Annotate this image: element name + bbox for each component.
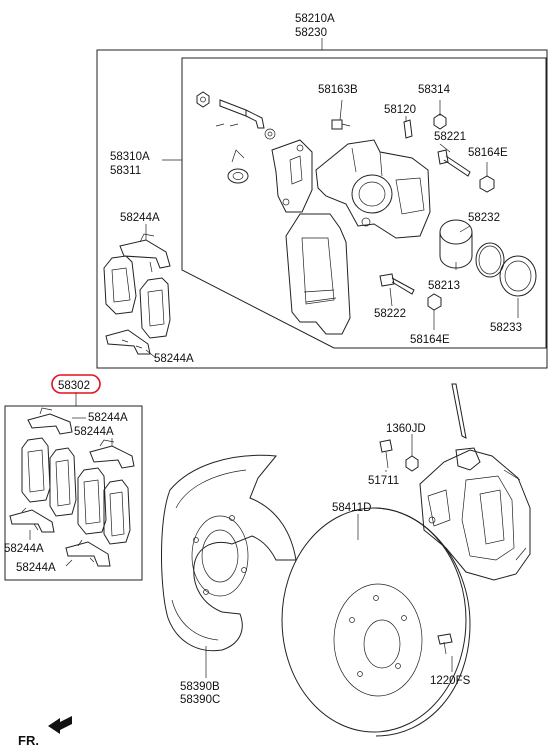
label-58213: 58213 [428,280,460,292]
label-1360jd: 1360JD [386,423,426,435]
pad-shim-top [119,239,171,269]
label-58244a-kit-1: 58244A [88,412,128,424]
sleeve-cap-top [479,175,495,193]
pad-kit-highlight [51,374,101,394]
label-shield-b: 58390C [180,694,220,706]
label-58120: 58120 [384,104,416,116]
label-58244a-kit-4: 58244A [16,562,56,574]
guide-nut [196,91,210,108]
retaining-spring [219,99,276,140]
label-58163b: 58163B [318,84,358,96]
label-58244a-inner-bottom: 58244A [154,353,194,365]
label-assembly-a: 58210A [295,13,335,25]
label-1220fs: 1220FS [430,675,471,687]
brake-disc [281,507,471,737]
caliper-assembly-group [96,38,548,369]
label-assembly-b: 58230 [295,27,327,39]
label-58164e-bottom: 58164E [410,334,450,346]
caliper-inner-box [181,57,547,349]
pad-shim-bottom [105,329,151,355]
caliper-piston [439,219,473,269]
label-58222: 58222 [374,308,406,320]
label-58244a-kit-2: 58244A [74,426,114,438]
assembly-outer-box [96,49,548,369]
leader-lines-top [145,99,519,359]
dust-shield [161,454,297,678]
caliper-body [315,139,431,239]
pad-kit-group [4,374,143,581]
dust-boot [499,255,537,297]
label-58244a-inner-top: 58244A [120,212,160,224]
label-pad-kit: 58302 [58,380,90,392]
label-caliper-b: 58311 [110,165,141,177]
guide-bolt [331,119,351,130]
label-58232: 58232 [468,212,500,224]
label-front: FR. [18,733,39,748]
brake-pad-set-inner [103,233,171,355]
label-51711: 51711 [368,475,399,487]
dust-cap [433,113,447,130]
front-arrow [48,716,72,734]
disc-screw [437,633,453,672]
label-caliper-a: 58310A [110,151,150,163]
guide-pin-bolt [437,149,471,177]
caliper-parts [196,91,537,335]
label-58314: 58314 [418,84,451,96]
label-58411d: 58411D [332,502,371,514]
label-58164e-top: 58164E [468,147,508,159]
piston-seal [475,242,505,278]
label-shield-a: 58390B [180,681,220,693]
label-58244a-kit-3: 58244A [4,543,44,555]
lower-guide-bolt [379,273,415,295]
assembled-caliper [419,383,531,581]
caliper-bolt-and-nut [379,434,419,472]
coil-spring [227,149,249,184]
bleeder-screw [403,119,413,139]
label-58221: 58221 [434,131,466,143]
part-labels: 58210A 58230 58310A 58311 58163B 58314 5… [4,13,522,748]
label-58233: 58233 [490,322,522,334]
pad-kit-box [4,405,143,581]
caliper-mounting-bracket [285,213,351,335]
caliper-bracket [271,139,313,213]
sleeve-cap-bottom [427,293,442,311]
